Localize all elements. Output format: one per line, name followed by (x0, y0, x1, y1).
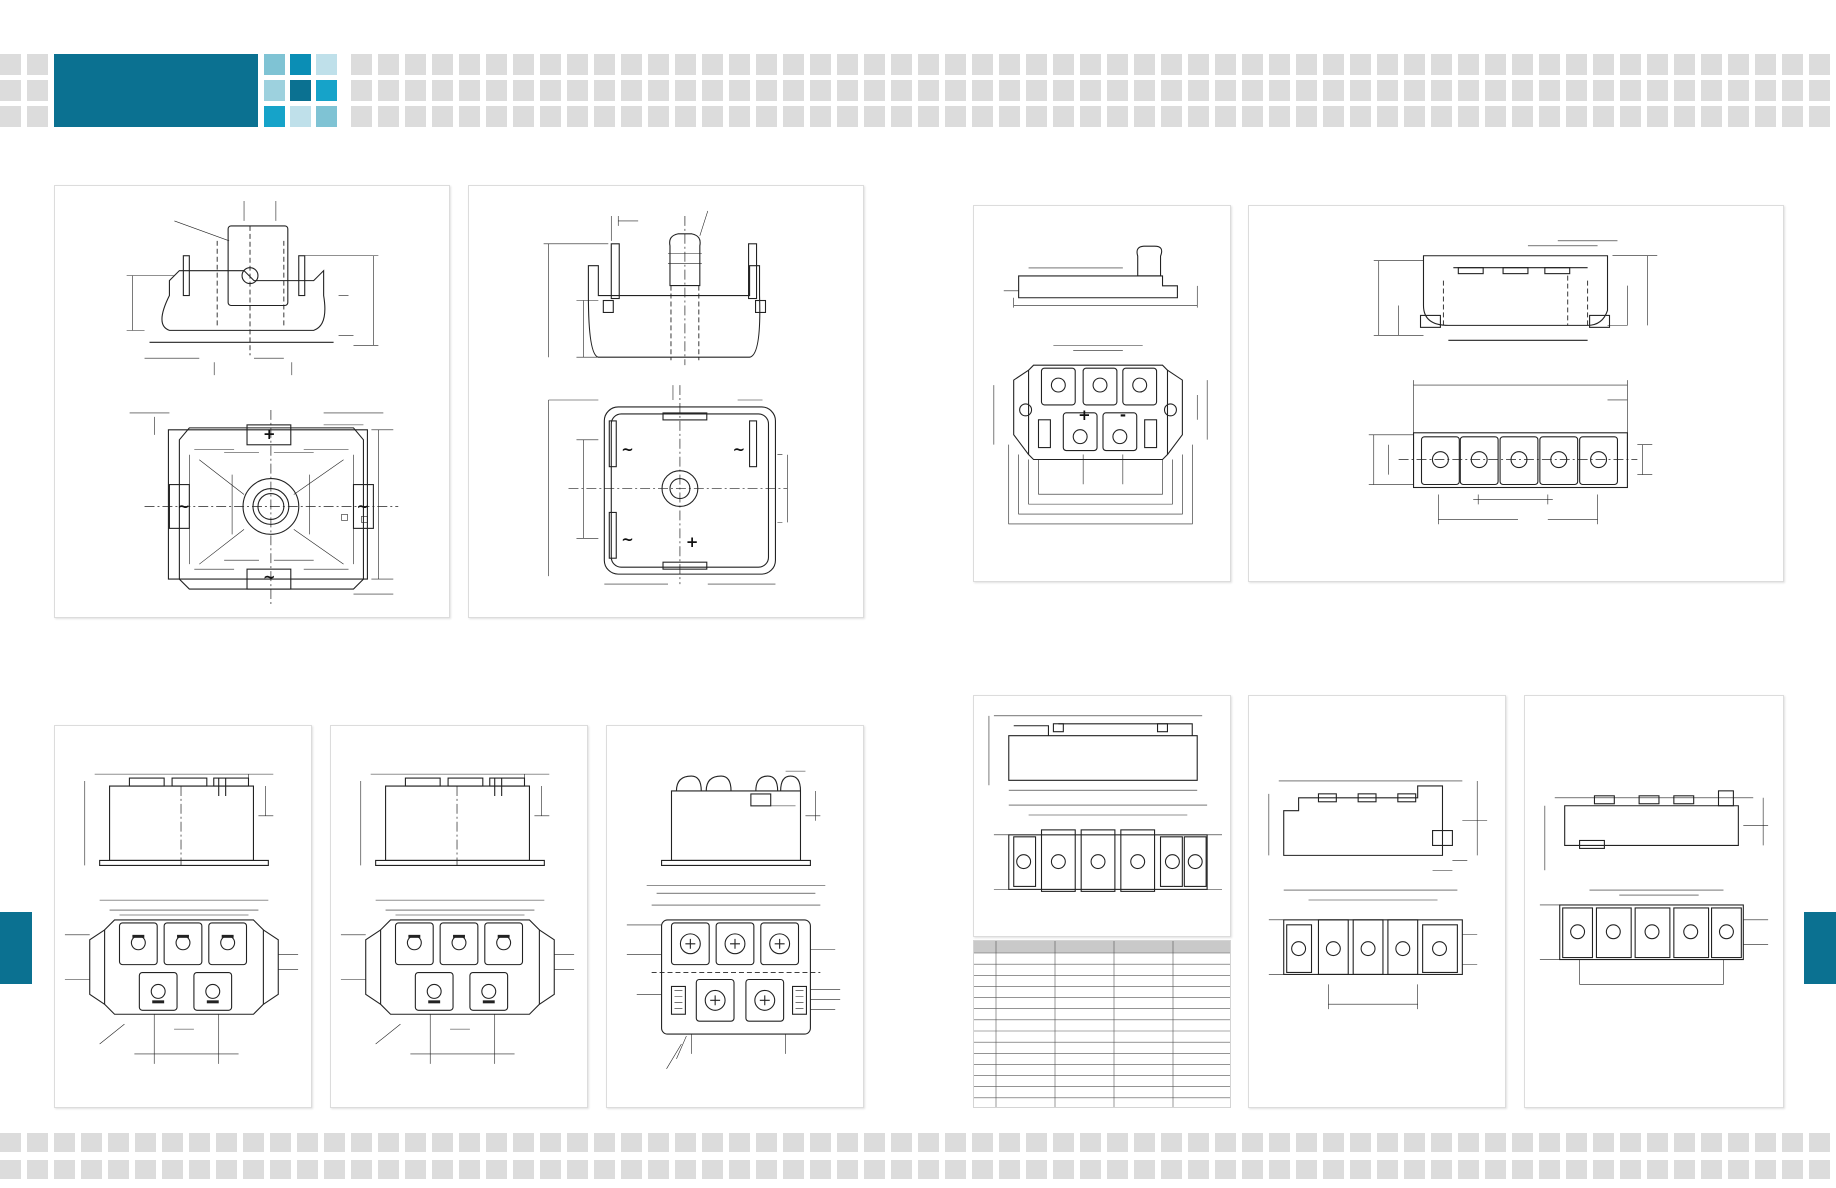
accent-tiles (264, 54, 337, 127)
left-side-tab (0, 912, 32, 984)
drawing-panel-1: + ~ ~ ~ (54, 185, 450, 618)
drawing-panel-4 (1248, 205, 1784, 582)
brand-block (54, 54, 258, 127)
terminal-symbol: ~ (733, 441, 746, 459)
terminal-symbol: ~ (621, 441, 634, 459)
dimension-table (973, 940, 1231, 1108)
right-side-tab (1804, 912, 1836, 984)
drawing-panel-3: + - (973, 205, 1231, 582)
drawing-panel-2: ~ ~ ~ + (468, 185, 864, 618)
drawing-panel-9 (1248, 695, 1506, 1108)
terminal-symbol: ~ (263, 568, 276, 586)
terminal-symbol: ~ (621, 530, 634, 548)
terminal-symbol: + (263, 425, 276, 443)
drawing-panel-10 (1524, 695, 1784, 1108)
drawing-panel-6 (330, 725, 588, 1108)
dimension-table-grid (974, 941, 1230, 1107)
terminal-symbol: ~ (356, 497, 369, 515)
bottom-tile-band (0, 1133, 1836, 1179)
top-tile-band (0, 54, 1836, 127)
terminal-symbol: + (686, 533, 699, 551)
terminal-symbol: ~ (177, 497, 190, 515)
drawing-panel-5 (54, 725, 312, 1108)
terminal-symbol: - (1120, 406, 1126, 424)
drawing-panel-8 (973, 695, 1231, 937)
drawing-panel-7 (606, 725, 864, 1108)
terminal-symbol: + (1078, 406, 1090, 424)
